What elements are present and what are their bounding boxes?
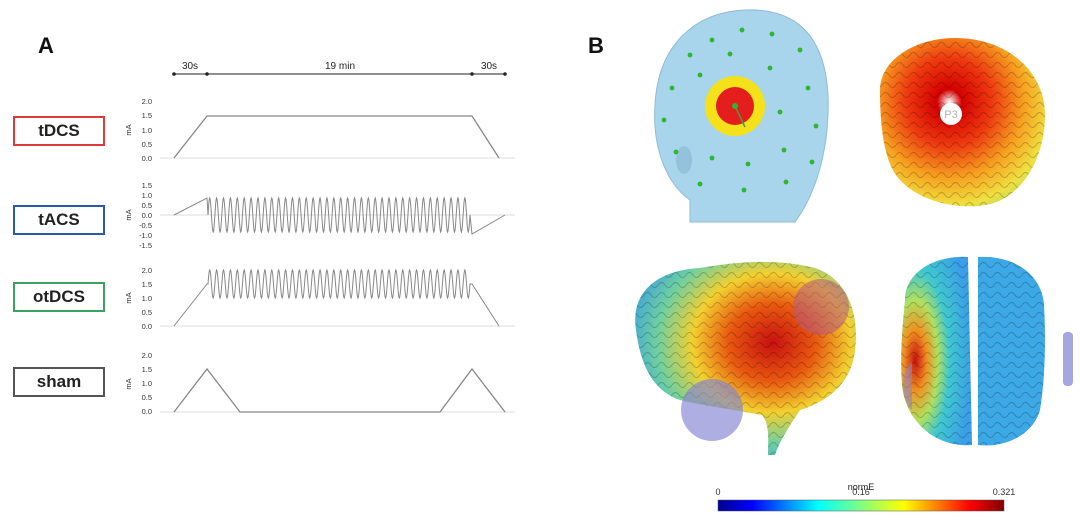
brain-side-view [635, 261, 856, 455]
timeline-middle-label: 19 min [325, 61, 355, 72]
timeline-start-label: 30s [182, 61, 198, 72]
tdcs-tick-2-0: 2.0 [142, 97, 152, 106]
tdcs-tick-0-0: 0.0 [142, 154, 152, 163]
panel-a-label: A [38, 33, 54, 58]
tacs-tick-neg-0-5: -0.5 [139, 221, 152, 230]
sham-plot: 2.0 1.5 1.0 0.5 0.0 mA [124, 351, 515, 416]
electrode-p3-marker [940, 103, 962, 125]
sham-tick-2-0: 2.0 [142, 351, 152, 360]
electrode-overlay-left [903, 362, 912, 410]
electrode-overlay-right [1063, 332, 1073, 386]
waveform-panel: 30s 19 min 30s 2.0 1.5 1.0 0.5 0.0 mA 1.… [124, 61, 515, 416]
otdcs-tick-0-0: 0.0 [142, 322, 152, 331]
sham-tick-0-0: 0.0 [142, 407, 152, 416]
electrode-overlay-top [793, 279, 849, 335]
sham-tick-0-5: 0.5 [142, 393, 152, 402]
colorbar-max-label: 0.321 [993, 487, 1016, 497]
timeline: 30s 19 min 30s [172, 61, 507, 76]
tacs-tick-neg-1-5: -1.5 [139, 241, 152, 250]
sham-tick-1-0: 1.0 [142, 379, 152, 388]
sham-unit-label: mA [124, 378, 133, 389]
colorbar-title: normE [848, 482, 875, 492]
colorbar-gradient [717, 499, 1005, 512]
tacs-waveform [173, 196, 506, 235]
otdcs-tick-1-5: 1.5 [142, 280, 152, 289]
condition-box-sham: sham [13, 367, 105, 397]
tdcs-unit-label: mA [124, 124, 133, 135]
timeline-end-label: 30s [481, 61, 497, 72]
colorbar-min-label: 0 [715, 487, 720, 497]
electrode-p3-label: P3 [944, 109, 957, 121]
brain-dorsal-view [901, 256, 1073, 446]
tdcs-tick-1-0: 1.0 [142, 126, 152, 135]
tacs-tick-neg-1-0: -1.0 [139, 231, 152, 240]
condition-box-otdcs: otDCS [13, 282, 105, 312]
condition-box-tdcs: tDCS [13, 116, 105, 146]
tdcs-plot: 2.0 1.5 1.0 0.5 0.0 mA [124, 97, 515, 163]
tacs-unit-label: mA [124, 209, 133, 220]
tdcs-waveform [173, 115, 500, 159]
tacs-tick-1-0: 1.0 [142, 191, 152, 200]
tacs-tick-0-5: 0.5 [142, 201, 152, 210]
head-model [654, 9, 829, 223]
tacs-tick-1-5: 1.5 [142, 181, 152, 190]
sham-waveform [173, 367, 506, 413]
otdcs-tick-0-5: 0.5 [142, 308, 152, 317]
brain-top-view: P3 [880, 38, 1045, 207]
tdcs-tick-1-5: 1.5 [142, 111, 152, 120]
otdcs-waveform [173, 268, 500, 327]
otdcs-tick-1-0: 1.0 [142, 294, 152, 303]
otdcs-unit-label: mA [124, 292, 133, 303]
electrode-overlay-bottom [681, 379, 743, 441]
tacs-plot: 1.5 1.0 0.5 0.0 -0.5 -1.0 -1.5 mA [124, 181, 515, 250]
colorbar-mid-label: 0.16 [852, 487, 870, 497]
otdcs-plot: 2.0 1.5 1.0 0.5 0.0 mA [124, 266, 515, 331]
field-model-panel: P3 normE 0 0.16 0.321 [635, 9, 1073, 512]
panel-b-label: B [588, 33, 604, 58]
otdcs-tick-2-0: 2.0 [142, 266, 152, 275]
tdcs-tick-0-5: 0.5 [142, 140, 152, 149]
sham-tick-1-5: 1.5 [142, 365, 152, 374]
tacs-tick-0-0: 0.0 [142, 211, 152, 220]
electrode-markers [661, 27, 819, 193]
colorbar: normE 0 0.16 0.321 [715, 482, 1016, 512]
condition-box-tacs: tACS [13, 205, 105, 235]
